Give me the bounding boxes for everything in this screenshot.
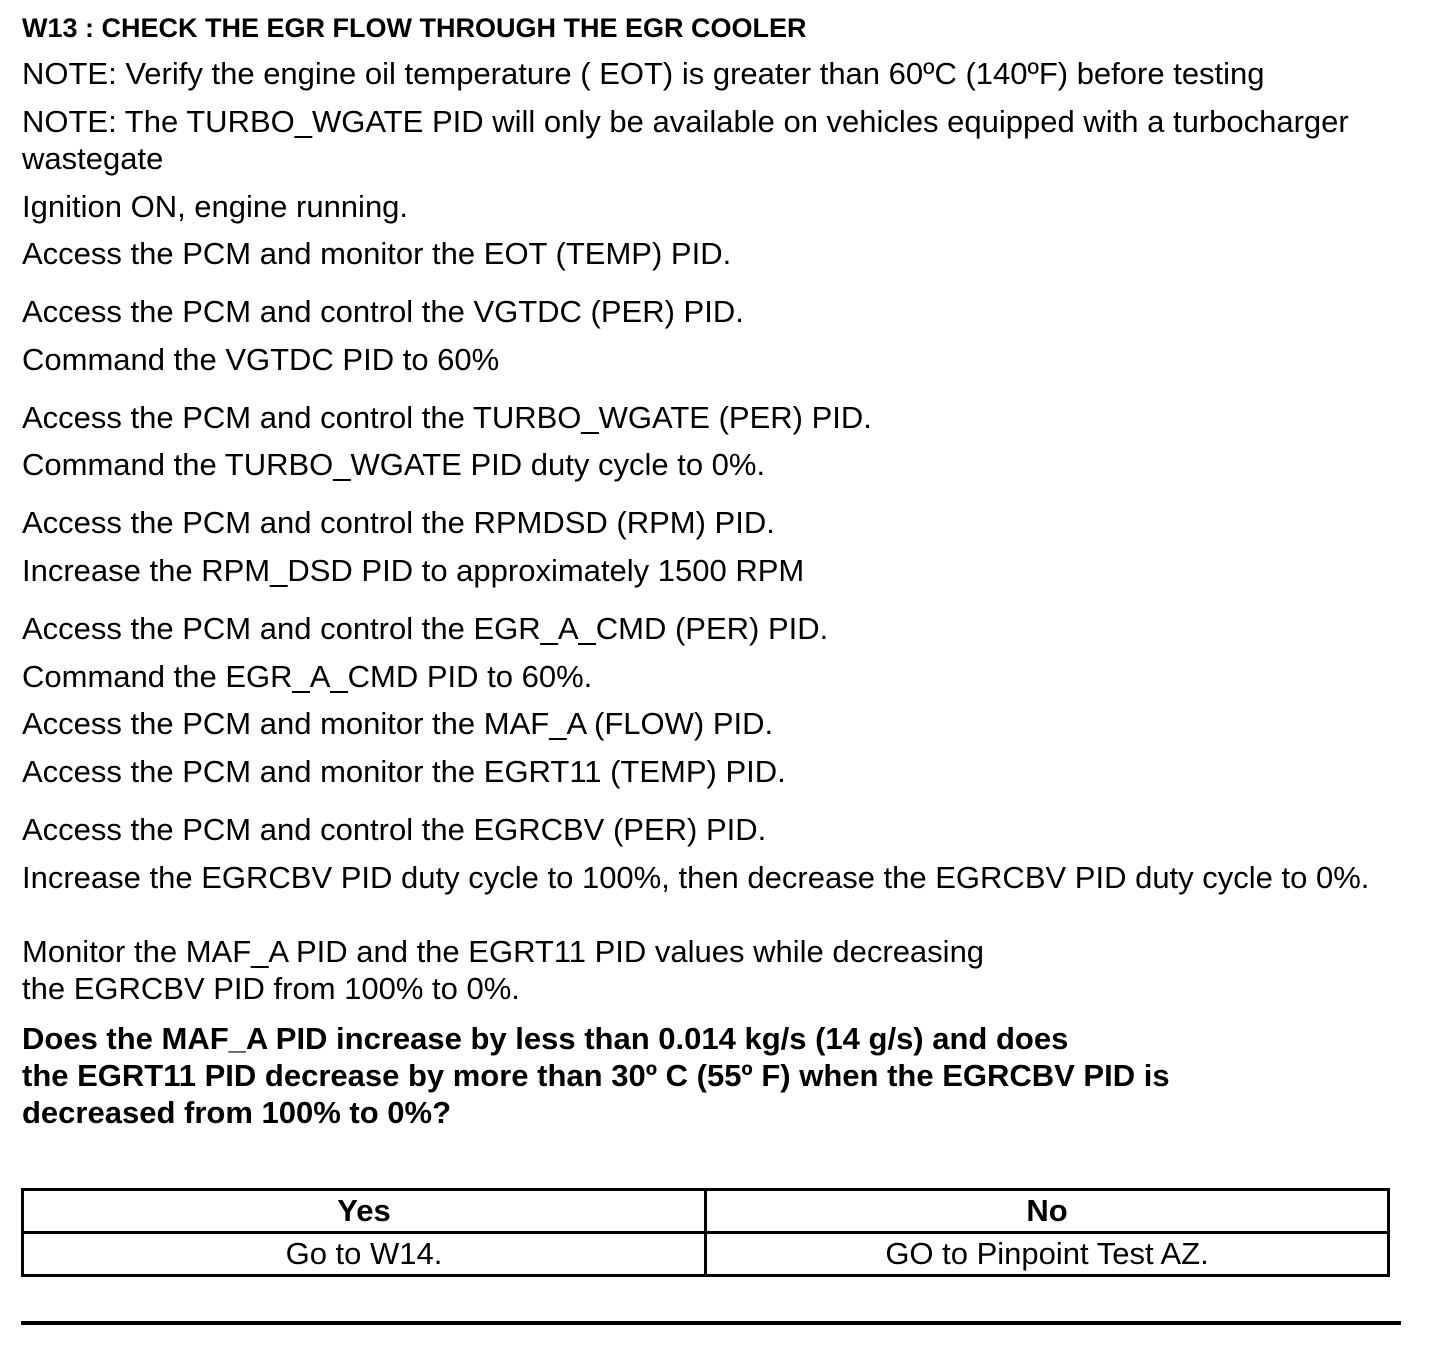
result-header-row: Yes No xyxy=(21,1188,1390,1234)
question-line: the EGRT11 PID decrease by more than 30º… xyxy=(22,1058,1170,1093)
result-action-row: Go to W14. GO to Pinpoint Test AZ. xyxy=(21,1231,1390,1277)
result-table: Yes No Go to W14. GO to Pinpoint Test AZ… xyxy=(21,1188,1390,1277)
step-monitor-maf-a: Access the PCM and monitor the MAF_A (FL… xyxy=(22,706,774,741)
no-action: GO to Pinpoint Test AZ. xyxy=(704,1231,1390,1277)
step-cycle-egrcbv: Increase the EGRCBV PID duty cycle to 10… xyxy=(22,860,1370,895)
step-control-turbo-wgate: Access the PCM and control the TURBO_WGA… xyxy=(22,400,872,435)
step-monitor-eot: Access the PCM and monitor the EOT (TEMP… xyxy=(22,236,732,271)
step-command-egr-a-cmd: Command the EGR_A_CMD PID to 60%. xyxy=(22,659,593,694)
step-control-egrcbv: Access the PCM and control the EGRCBV (P… xyxy=(22,812,767,847)
yes-action: Go to W14. xyxy=(21,1231,707,1277)
step-ignition-on: Ignition ON, engine running. xyxy=(22,189,409,224)
note-turbo-wastegate: NOTE: The TURBO_WGATE PID will only be a… xyxy=(22,104,1349,176)
yes-header: Yes xyxy=(21,1188,707,1234)
step-control-rpmdsd: Access the PCM and control the RPMDSD (R… xyxy=(22,505,775,540)
question-line: decreased from 100% to 0%? xyxy=(22,1095,452,1130)
step-monitor-egrt11: Access the PCM and monitor the EGRT11 (T… xyxy=(22,754,786,789)
step-control-egr-a-cmd: Access the PCM and control the EGR_A_CMD… xyxy=(22,611,829,646)
note-eot-temperature: NOTE: Verify the engine oil temperature … xyxy=(22,56,1265,91)
step-control-vgtdc: Access the PCM and control the VGTDC (PE… xyxy=(22,294,744,329)
step-monitor-values-line2: the EGRCBV PID from 100% to 0%. xyxy=(22,971,520,1006)
decision-question: Does the MAF_A PID increase by less than… xyxy=(22,1020,1417,1131)
step-increase-rpm: Increase the RPM_DSD PID to approximatel… xyxy=(22,553,805,588)
step-command-turbo-wgate: Command the TURBO_WGATE PID duty cycle t… xyxy=(22,447,766,482)
step-monitor-values-line1: Monitor the MAF_A PID and the EGRT11 PID… xyxy=(22,934,985,969)
no-header: No xyxy=(704,1188,1390,1234)
question-line: Does the MAF_A PID increase by less than… xyxy=(22,1021,1069,1056)
step-title: W13 : CHECK THE EGR FLOW THROUGH THE EGR… xyxy=(22,13,807,43)
step-command-vgtdc: Command the VGTDC PID to 60% xyxy=(22,342,500,377)
bottom-divider xyxy=(21,1321,1401,1325)
